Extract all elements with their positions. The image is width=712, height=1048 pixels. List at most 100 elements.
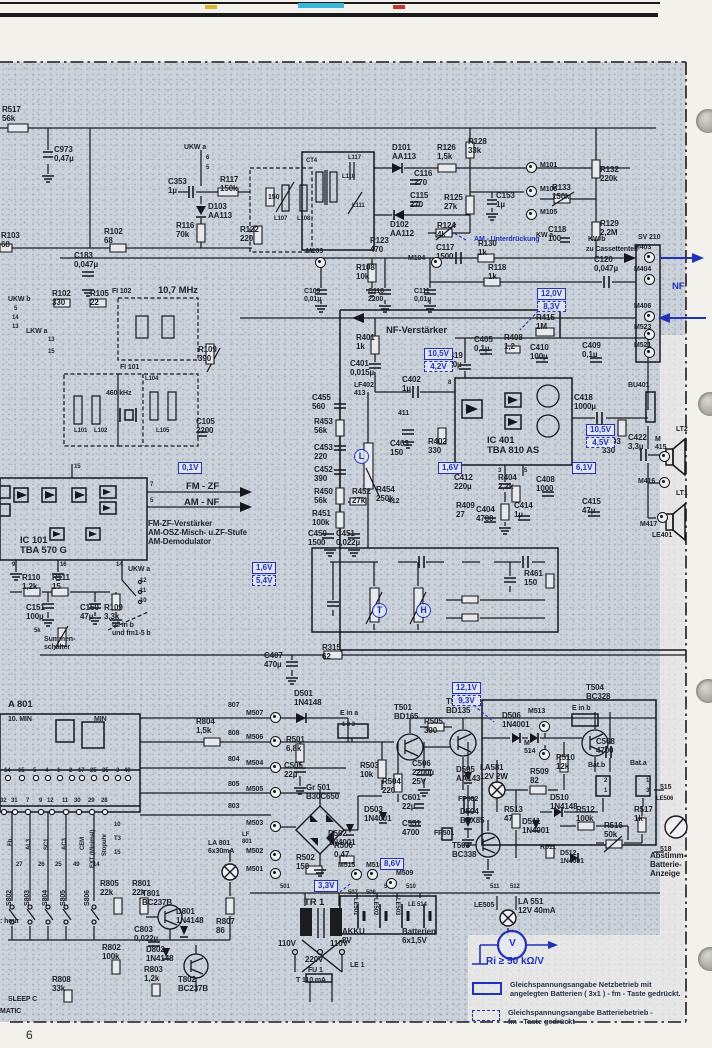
component-label: M515 xyxy=(338,862,356,869)
component-label: D501 1N4148 xyxy=(294,689,322,707)
component-label: S806 xyxy=(84,890,91,906)
component-label: Stopuhr xyxy=(102,833,108,856)
component-label: 15 xyxy=(114,850,121,856)
component-label: 31 xyxy=(11,798,18,804)
component-label: Gr 501 B30C650 xyxy=(306,783,340,801)
component-label: 518 xyxy=(660,846,672,853)
component-label: L102 xyxy=(94,428,108,434)
component-label: FP502 xyxy=(458,796,479,803)
component-label: S802 xyxy=(6,890,13,906)
component-label: M103 xyxy=(306,248,324,255)
component-label: C183 0,047µ xyxy=(74,251,99,269)
component-rects xyxy=(0,123,647,1003)
component-label: 511 xyxy=(490,884,500,890)
component-label: T501 BD165 xyxy=(394,703,419,721)
component-label: M523 xyxy=(634,324,652,331)
scan-mark-red xyxy=(393,5,405,9)
component-label: R129 2,2M xyxy=(600,219,619,237)
component-label: M504 xyxy=(246,760,264,767)
legend-dashed-swatch-icon xyxy=(472,1009,500,1021)
component-label: 13 xyxy=(48,337,55,343)
component-label: AC3 xyxy=(62,838,68,850)
component-label: LE 1 xyxy=(350,962,365,969)
component-label: R513 47 xyxy=(504,805,523,823)
component-label: R452 27k xyxy=(352,487,371,505)
component-label: IC 101 TBA 570 G xyxy=(20,535,67,557)
component-label: 14 xyxy=(4,768,11,774)
component-label: LE502 xyxy=(372,898,378,916)
component-label: 5k xyxy=(34,628,41,634)
header-rule xyxy=(0,13,658,17)
scan-mark-yellow xyxy=(205,5,217,9)
test-point-icon xyxy=(270,850,281,861)
component-label: FU 1 xyxy=(308,967,323,974)
component-label: M106 xyxy=(540,186,558,193)
component-label: 5 xyxy=(206,165,210,171)
component-label: C418 1000µ xyxy=(574,393,596,411)
component-label: C115 270 xyxy=(410,191,429,209)
component-label: R111 15 xyxy=(52,573,70,591)
component-label: AM - NF xyxy=(184,497,220,508)
component-label: 29 xyxy=(88,798,95,804)
component-label: BU401 xyxy=(628,382,650,389)
component-label: 4 xyxy=(45,768,49,774)
pot-control-circle: L xyxy=(354,449,369,464)
test-point-icon xyxy=(270,736,281,747)
blue-annotations xyxy=(339,231,706,965)
component-label: R123 470 xyxy=(370,236,389,254)
test-point-icon xyxy=(270,787,281,798)
component-label: R409 27 xyxy=(456,501,475,519)
component-label: L110 xyxy=(342,174,355,180)
component-label: L117 xyxy=(348,155,361,161)
component-label: D510 1N4148 xyxy=(550,793,578,811)
component-label: 9 xyxy=(39,798,43,804)
component-label: Fb xyxy=(8,838,14,846)
component-label: D511 1N4001 xyxy=(522,817,550,835)
component-label: 5 xyxy=(150,498,154,504)
component-label: D802 1N4148 xyxy=(146,945,174,963)
component-label: 3 xyxy=(646,788,650,794)
legend-row-battery: Gleichspannungsangabe Batteriebetrieb - … xyxy=(472,1008,688,1027)
tuner-coils xyxy=(53,162,623,853)
test-point-icon xyxy=(270,712,281,723)
component-label: 25 xyxy=(90,768,97,774)
component-label: Batterien 6x1,5V xyxy=(402,927,436,945)
component-label: 1 xyxy=(646,778,650,784)
component-label: AL3 xyxy=(26,838,32,850)
component-label: R805 22k xyxy=(100,879,119,897)
component-label: R503 10k xyxy=(360,761,379,779)
component-label: 12 xyxy=(47,798,54,804)
battery-meter-icon xyxy=(664,815,688,839)
component-label: IC 401 TBA 810 AS xyxy=(487,435,540,457)
test-point-icon xyxy=(386,878,397,889)
test-point-icon xyxy=(431,257,442,268)
component-label: 15 xyxy=(74,464,81,470)
component-label: 16 xyxy=(60,562,67,568)
legend-solid-swatch-icon xyxy=(472,982,502,995)
component-label: C117 1500 xyxy=(436,243,455,261)
component-label: R110 1,2k xyxy=(22,573,41,591)
component-label: M521 xyxy=(634,342,652,349)
voltmeter-label: V xyxy=(509,938,516,949)
component-label: C353 1µ xyxy=(168,177,187,195)
component-label: MATIC xyxy=(0,1008,22,1015)
test-point-icon xyxy=(539,749,550,760)
component-label: LF402 413 xyxy=(354,382,374,397)
component-label: KW b xyxy=(588,236,606,243)
component-label: R506 0,47 xyxy=(334,841,353,859)
component-label: 807 xyxy=(228,702,240,709)
component-label: FI 102 xyxy=(112,288,132,295)
component-label: 15 xyxy=(18,768,25,774)
component-label: R453 56k xyxy=(314,417,333,435)
voltage-annotation: 6,1V xyxy=(572,462,597,474)
legend-dashed-line1: Gleichspannungsangabe Batteriebetrieb - xyxy=(508,1007,653,1017)
test-point-icon xyxy=(526,186,537,197)
component-label: R404 2,2k xyxy=(498,473,517,491)
component-label: M 514 xyxy=(524,740,536,755)
component-label: C410 100µ xyxy=(530,343,549,361)
component-label: 508 xyxy=(366,890,376,896)
component-label: LA 551 12V 40mA xyxy=(518,897,556,915)
test-point-icon xyxy=(644,311,655,322)
legend-solid-text: Gleichspannungsangabe Netzbetrieb mit an… xyxy=(510,980,681,999)
